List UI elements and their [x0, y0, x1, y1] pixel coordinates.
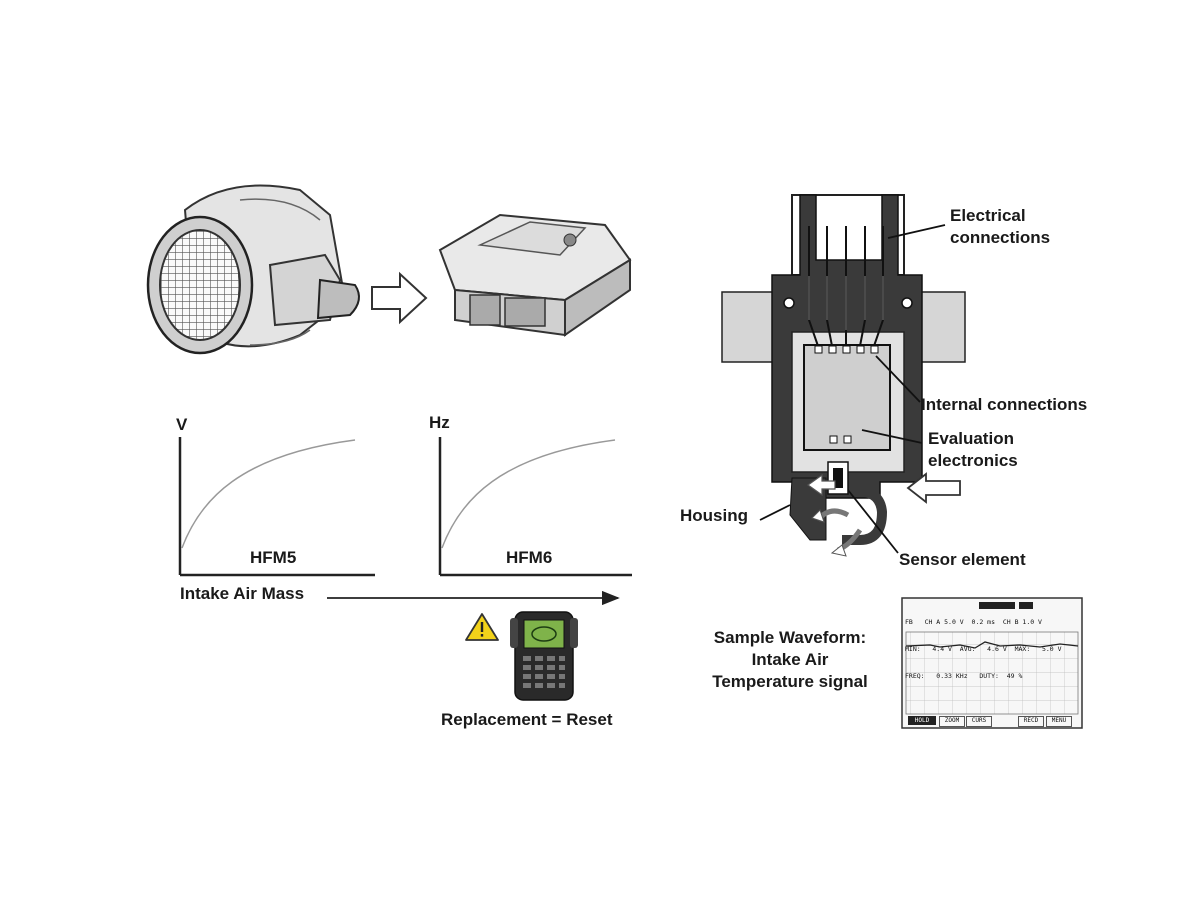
engine-control-unit-illustration: [438, 213, 632, 337]
warning-triangle-icon: [465, 613, 499, 641]
housing-label: Housing: [680, 506, 748, 525]
graph-hfm5: [178, 437, 375, 577]
replacement-reset-caption: Replacement = Reset: [441, 710, 613, 729]
waveform-header-line1: FB CH A 5.0 V 0.2 ms CH B 1.0 V: [905, 618, 1042, 626]
graph-hfm6-curve: [441, 439, 616, 549]
graph-hfm6: [438, 437, 632, 577]
handheld-tester-icon: [510, 611, 578, 701]
graph-hfm6-y-axis-label: Hz: [429, 413, 450, 432]
electrical-connections-label: Electrical connections: [950, 206, 1051, 247]
evaluation-electronics-label: Evaluation electronics: [928, 429, 1018, 470]
sample-waveform-caption: Sample Waveform: Intake Air Temperature …: [712, 628, 868, 691]
intake-air-mass-label: Intake Air Mass: [180, 584, 305, 603]
mass-air-flow-sensor-illustration: [146, 184, 360, 355]
waveform-header: FB CH A 5.0 V 0.2 ms CH B 1.0 V MIN: 4.4…: [905, 600, 1062, 690]
internal-connections-label: Internal connections: [921, 395, 1088, 414]
waveform-button-bar: HOLD ZOOM CURS RECD MENU: [906, 716, 1078, 727]
outline-arrow-right-icon: [371, 271, 428, 325]
graph-hfm5-curve-label: HFM5: [250, 548, 297, 567]
zoom-button[interactable]: ZOOM: [939, 716, 965, 727]
waveform-trace: [905, 641, 1079, 649]
waveform-header-line3: FREQ: 0.33 KHz DUTY: 49 %: [905, 672, 1023, 680]
oscilloscope-waveform-panel: [901, 597, 1083, 729]
flow-arrow-icon: [806, 473, 836, 497]
graph-hfm5-curve: [181, 439, 356, 549]
curs-button[interactable]: CURS: [966, 716, 992, 727]
graph-hfm6-curve-label: HFM6: [506, 548, 553, 567]
evaluation-electronics-board: [803, 344, 891, 451]
sensor-cross-section: [721, 194, 966, 557]
recd-button[interactable]: RECD: [1018, 716, 1044, 727]
sensor-element-label: Sensor element: [899, 550, 1026, 569]
waveform-header-line2: MIN: 4.4 V AVG: 4.6 V MAX: 5.0 V: [905, 645, 1062, 653]
sensor-element-chip: [833, 468, 843, 488]
hold-button[interactable]: HOLD: [908, 716, 936, 725]
menu-button[interactable]: MENU: [1046, 716, 1072, 727]
graph-hfm5-y-axis-label: V: [176, 415, 188, 434]
incoming-air-arrow-icon: [906, 472, 961, 504]
